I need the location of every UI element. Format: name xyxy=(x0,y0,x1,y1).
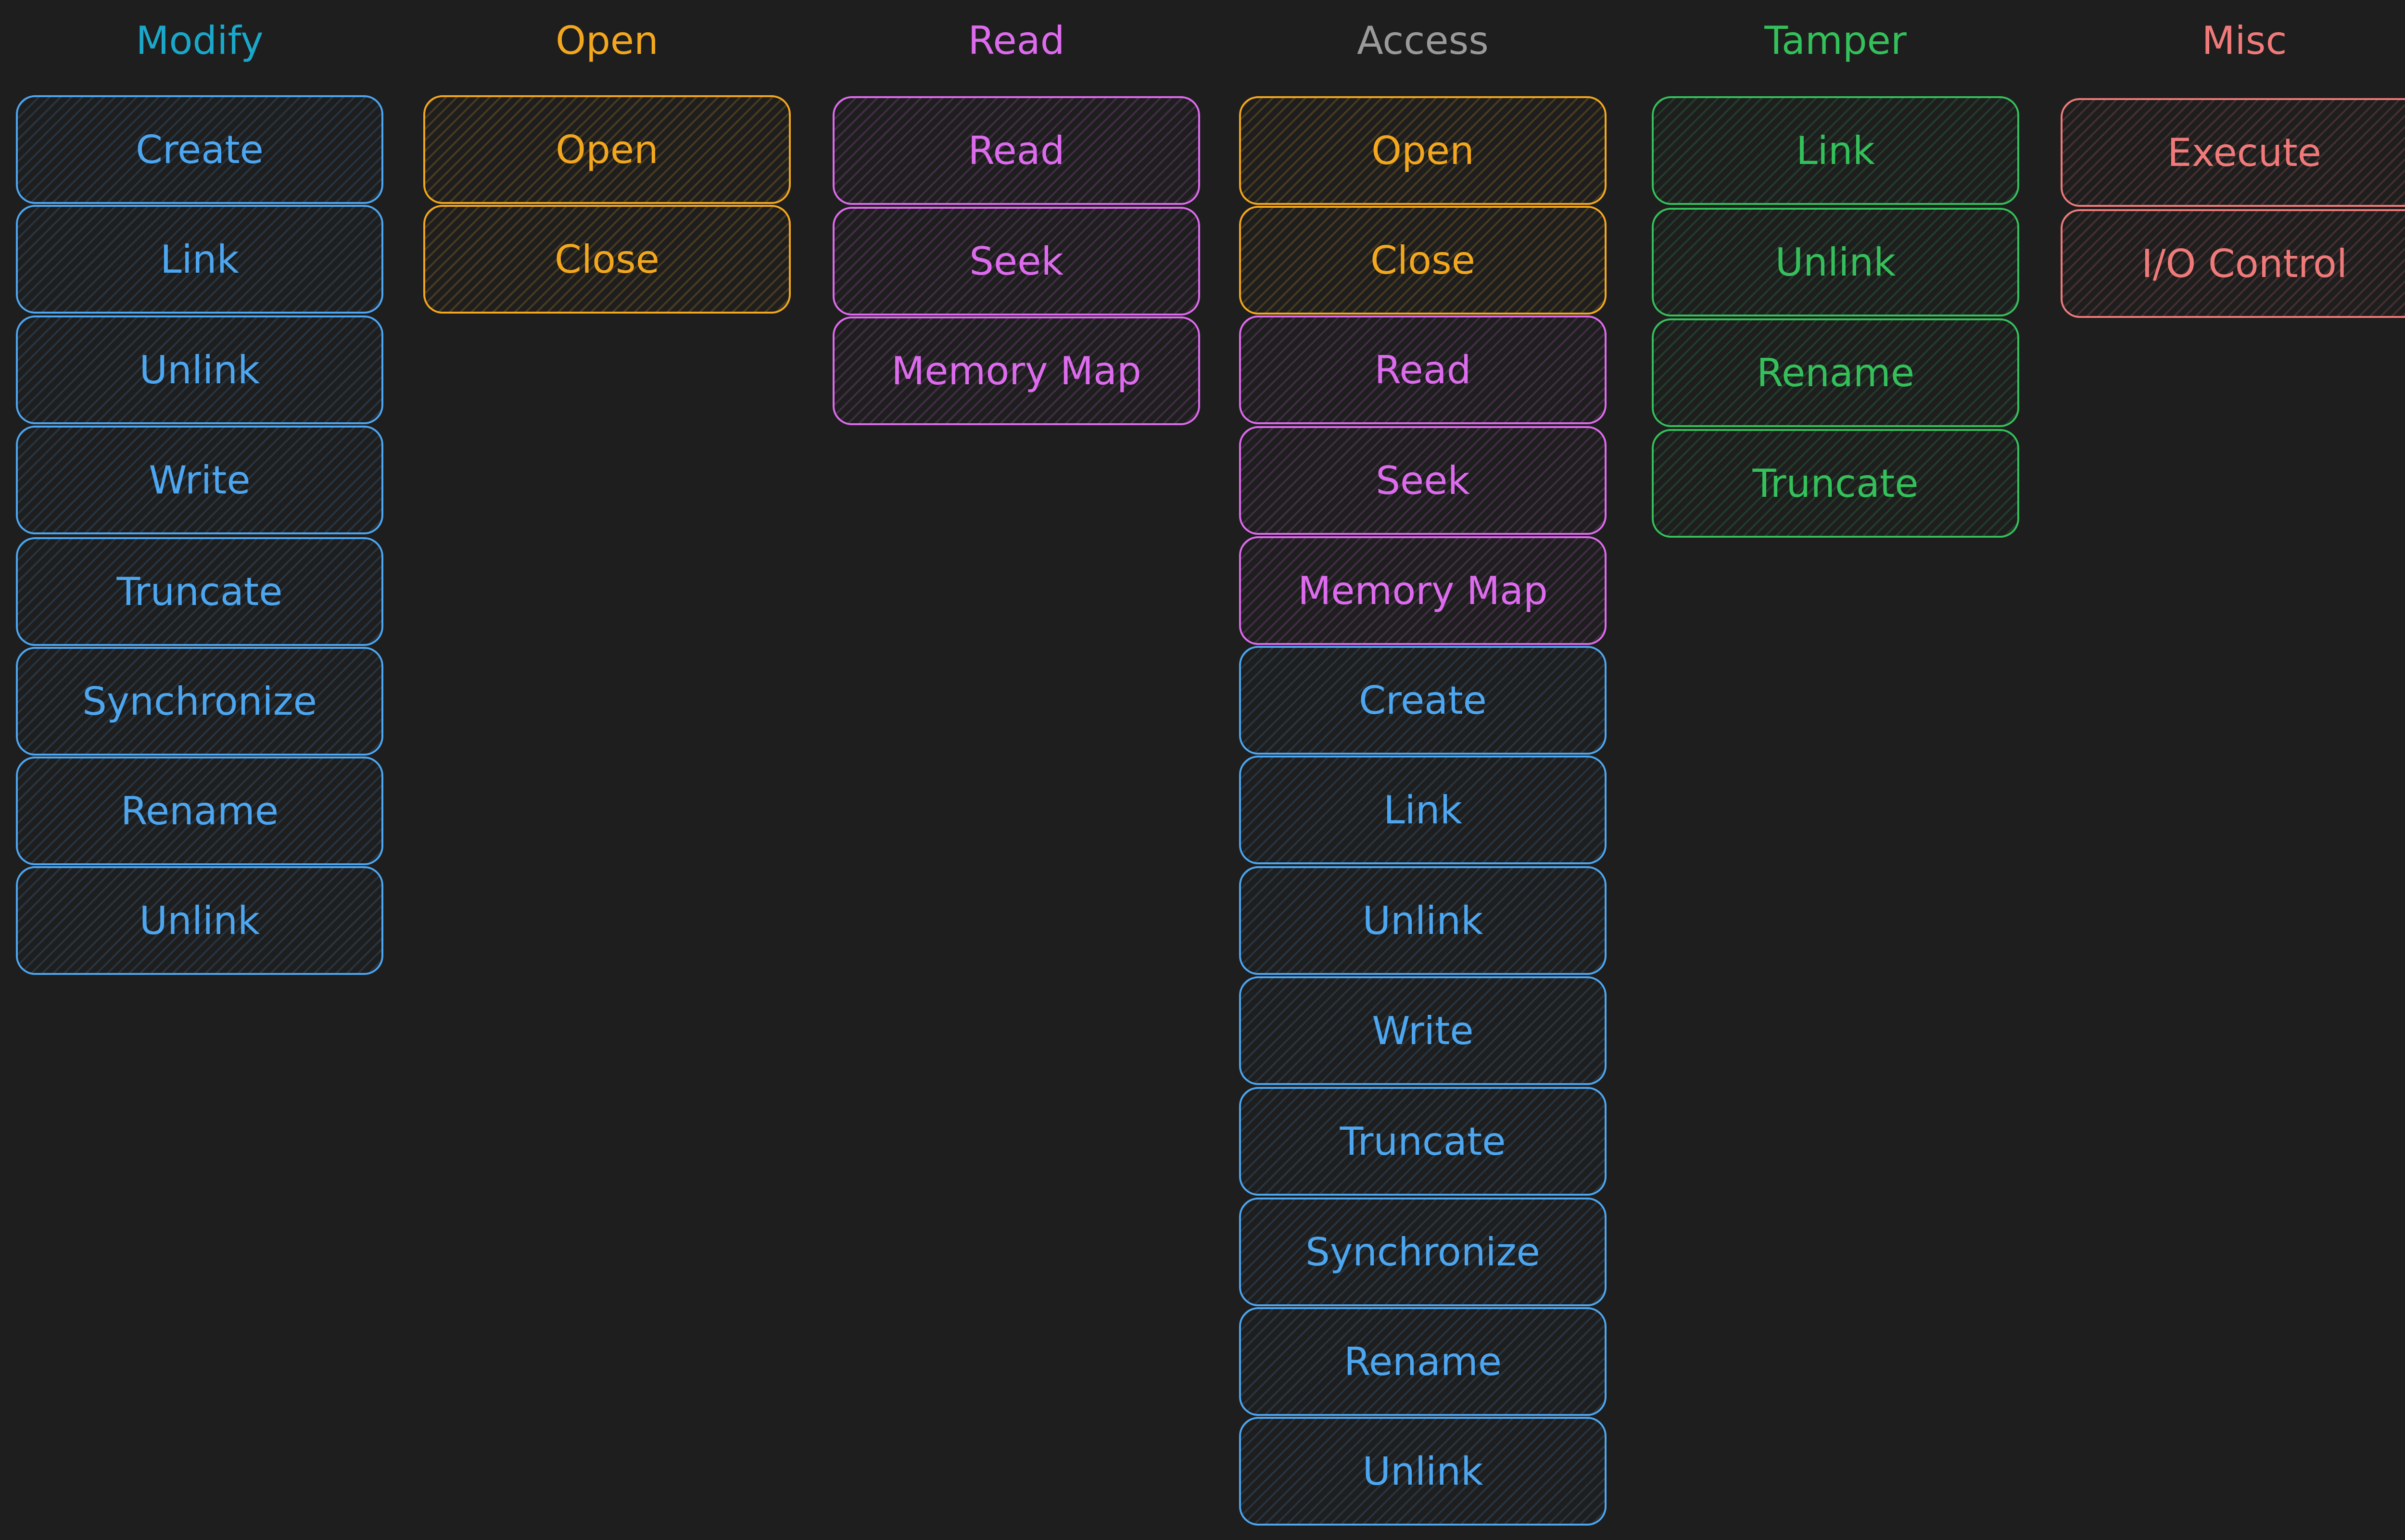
column-header-tamper: Tamper xyxy=(1764,18,1907,63)
access-item: Seek xyxy=(1239,426,1607,535)
modify-item: Synchronize xyxy=(16,647,383,756)
modify-item: Rename xyxy=(16,757,383,865)
modify-item: Truncate xyxy=(16,537,383,646)
access-item: Unlink xyxy=(1239,1417,1607,1526)
modify-item: Link xyxy=(16,205,383,314)
read-item: Seek xyxy=(833,207,1200,316)
access-item: Read xyxy=(1239,316,1607,424)
read-item: Memory Map xyxy=(833,316,1200,425)
access-item: Unlink xyxy=(1239,866,1607,975)
access-item: Memory Map xyxy=(1239,536,1607,645)
column-header-read: Read xyxy=(968,18,1065,63)
column-header-misc: Misc xyxy=(2202,18,2287,63)
tamper-item: Truncate xyxy=(1652,429,2019,538)
tamper-item: Link xyxy=(1652,96,2019,205)
access-item: Rename xyxy=(1239,1307,1607,1416)
modify-item: Unlink xyxy=(16,866,383,975)
access-item: Create xyxy=(1239,646,1607,755)
modify-item: Write xyxy=(16,426,383,534)
tamper-item: Rename xyxy=(1652,318,2019,427)
column-header-modify: Modify xyxy=(136,18,264,63)
access-item: Close xyxy=(1239,206,1607,315)
access-item: Truncate xyxy=(1239,1087,1607,1196)
column-header-access: Access xyxy=(1357,18,1489,63)
access-item: Link xyxy=(1239,756,1607,864)
access-item: Synchronize xyxy=(1239,1198,1607,1306)
open-item: Open xyxy=(423,95,791,204)
modify-item: Unlink xyxy=(16,316,383,424)
open-item: Close xyxy=(423,205,791,314)
modify-item: Create xyxy=(16,95,383,204)
misc-item: I/O Control xyxy=(2061,209,2405,318)
column-header-open: Open xyxy=(556,18,658,63)
access-item: Open xyxy=(1239,96,1607,205)
read-item: Read xyxy=(833,96,1200,205)
access-item: Write xyxy=(1239,976,1607,1085)
tamper-item: Unlink xyxy=(1652,208,2019,316)
misc-item: Execute xyxy=(2061,98,2405,207)
